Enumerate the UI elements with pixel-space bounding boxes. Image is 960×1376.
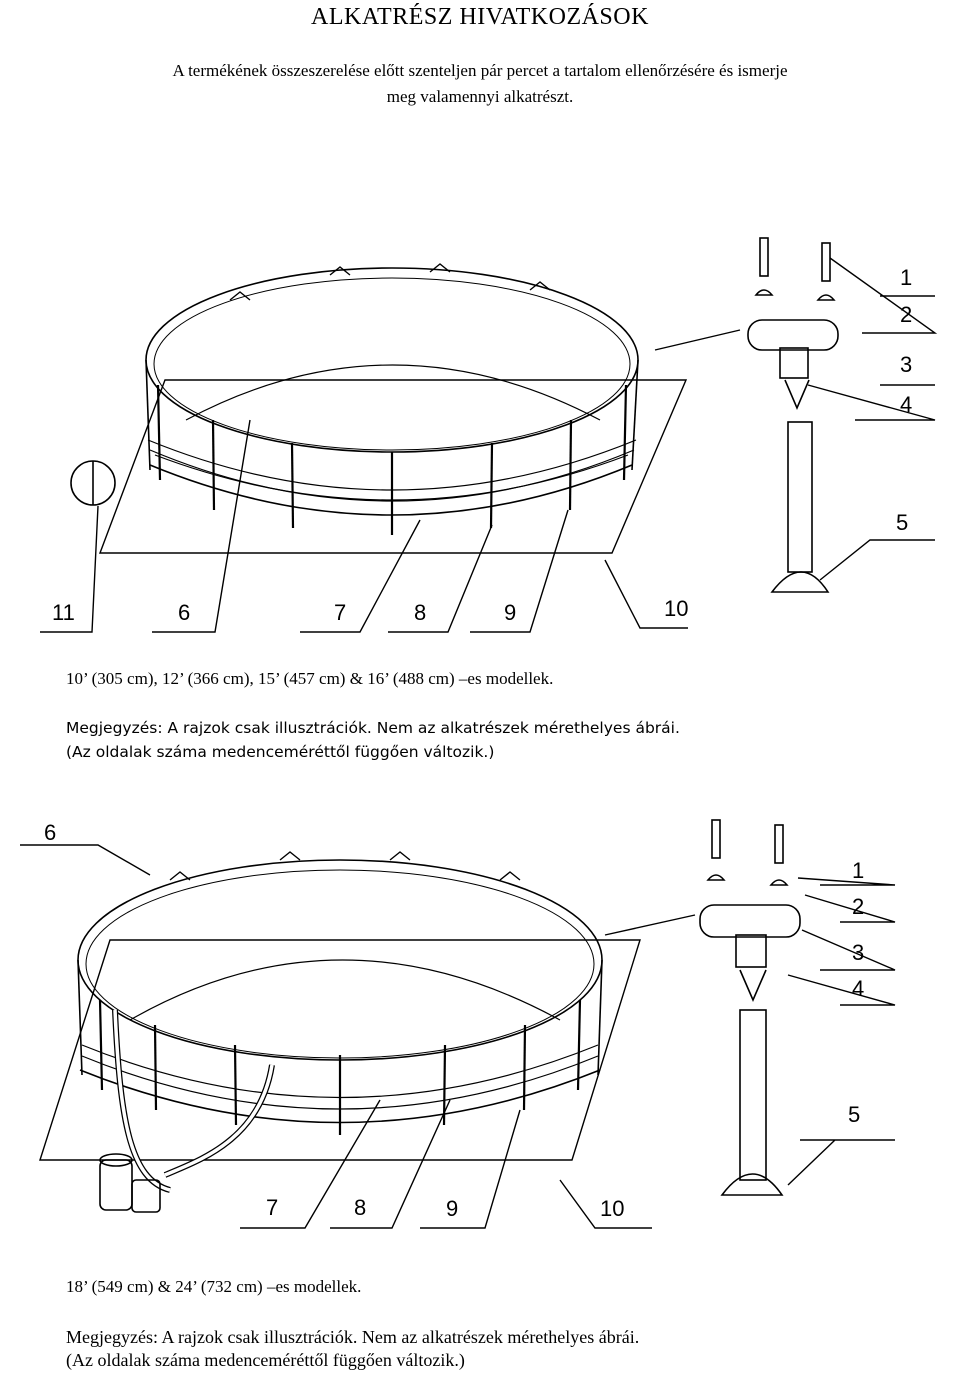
figure2-note-line-2: (Az oldalak száma medenceméréttől függőe… [66, 1350, 465, 1370]
intro-text: A termékének összeszerelése előtt szente… [0, 58, 960, 110]
callout-7: 7 [334, 600, 346, 625]
figure1-note: Megjegyzés: A rajzok csak illusztrációk.… [66, 716, 680, 764]
callout-6: 6 [44, 820, 56, 845]
callout-9: 9 [504, 600, 516, 625]
pool-diagram-large-models: 1 2 3 4 5 6 7 8 9 10 [20, 819, 896, 1229]
callout-8: 8 [414, 600, 426, 625]
ground-cloth [39, 939, 641, 1161]
intro-line-1: A termékének összeszerelése előtt szente… [172, 61, 788, 80]
callout-10: 10 [600, 1196, 624, 1221]
callout-1: 1 [852, 858, 864, 883]
figure1-note-line-2: (Az oldalak száma medenceméréttől függőe… [66, 743, 495, 761]
callout-5: 5 [848, 1102, 860, 1127]
figure2-caption: 18’ (549 cm) & 24’ (732 cm) –es modellek… [66, 1277, 362, 1296]
filter-pump [99, 1159, 133, 1211]
callout-6: 6 [178, 600, 190, 625]
figure2-note-line-1: Megjegyzés: A rajzok csak illusztrációk.… [66, 1327, 640, 1347]
intro-line-2: meg valamennyi alkatrészt. [386, 87, 574, 106]
ground-cloth [98, 379, 688, 554]
callout-2: 2 [900, 302, 912, 327]
page-title: ALKATRÉSZ HIVATKOZÁSOK [311, 4, 649, 30]
top-rail [145, 267, 639, 453]
figure1-callout-numbers: 1 2 3 4 5 6 7 8 9 10 11 [52, 265, 912, 625]
figure2-callout-numbers: 1 2 3 4 5 6 7 8 9 10 [44, 820, 864, 1221]
callout-3: 3 [900, 352, 912, 377]
callout-5: 5 [896, 510, 908, 535]
callout-10: 10 [664, 596, 688, 621]
callout-2: 2 [852, 894, 864, 919]
callout-4: 4 [852, 976, 864, 1001]
figure1-caption: 10’ (305 cm), 12’ (366 cm), 15’ (457 cm)… [66, 669, 554, 688]
callout-7: 7 [266, 1195, 278, 1220]
figure2-note: Megjegyzés: A rajzok csak illusztrációk.… [66, 1326, 639, 1372]
pool-diagram-small-models: 1 2 3 4 5 6 7 8 9 10 11 [40, 237, 938, 633]
callout-4: 4 [900, 392, 912, 417]
callout-1: 1 [900, 265, 912, 290]
callout-3: 3 [852, 940, 864, 965]
figure1-note-line-1: Megjegyzés: A rajzok csak illusztrációk.… [66, 719, 680, 737]
callout-11: 11 [52, 600, 75, 625]
callout-8: 8 [354, 1195, 366, 1220]
callout-9: 9 [446, 1196, 458, 1221]
